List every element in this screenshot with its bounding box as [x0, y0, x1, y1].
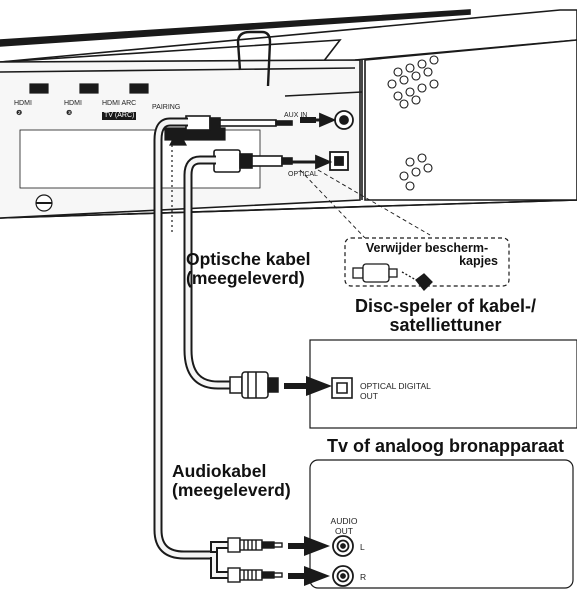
disc-player-label: Disc-speler of kabel-/ satelliettuner [314, 297, 577, 335]
port-label-optical: OPTICAL [288, 171, 318, 178]
audio-cable-line-2: (meegeleverd) [172, 480, 291, 500]
arrow-rca-right [288, 566, 330, 586]
rca-plug-right [227, 567, 283, 583]
disc-optical-port [331, 377, 353, 399]
channel-right-label: R [360, 572, 367, 582]
remove-caps-line-1: Verwijder bescherm- [365, 241, 489, 255]
optical-plug-soundbar [213, 149, 293, 173]
channel-left-label: L [360, 542, 365, 552]
optical-cable [183, 155, 232, 390]
tv-source-label: Tv of analoog bronapparaat [326, 436, 565, 456]
port-label-tv-arc: TV (ARC) [102, 112, 137, 120]
rca-plug-left [227, 537, 283, 553]
remove-caps-line-2: kapjes [459, 254, 498, 268]
optical-cable-line-1: Optische kabel [186, 249, 311, 269]
optical-cable-label: Optische kabel (meegeleverd) [186, 250, 311, 288]
rca-splitter [210, 541, 230, 579]
tv-audio-jacks [332, 535, 354, 587]
arrow-rca-left [288, 536, 330, 556]
remove-caps-label: Verwijder bescherm- kapjes [352, 242, 502, 268]
vent-holes [387, 55, 439, 191]
audio-cable [153, 117, 210, 560]
arrow-aux-in [300, 117, 316, 123]
tv-panel [309, 459, 574, 589]
audio-plug-soundbar [185, 115, 293, 131]
optical-jack [290, 151, 349, 171]
disc-player-line-2: satelliettuner [389, 315, 502, 335]
audio-out-line-2: OUT [335, 526, 353, 536]
optical-out-label: OPTICAL DIGITAL OUT [360, 381, 431, 401]
optical-cable-line-2: (meegeleverd) [186, 268, 305, 288]
audio-out-label: AUDIO OUT [330, 516, 358, 536]
optical-out-line-1: OPTICAL DIGITAL [360, 381, 431, 391]
port-label-pairing: PAIRING [152, 104, 181, 111]
optical-cap-illustration [352, 263, 433, 291]
optical-out-line-2: OUT [360, 391, 378, 401]
optical-plug-disc [229, 371, 279, 399]
port-label-hdmi-1: HDMI [14, 100, 32, 107]
port-label-aux-in: AUX IN [284, 112, 308, 119]
audio-cable-line-1: Audiokabel [172, 461, 267, 481]
disc-player-line-1: Disc-speler of kabel-/ [354, 296, 537, 316]
audio-cable-label: Audiokabel (meegeleverd) [172, 462, 291, 500]
arrow-optical-disc [284, 376, 332, 396]
port-label-hdmi-2: HDMI [64, 100, 82, 107]
port-label-hdmi-arc: HDMI ARC [102, 100, 137, 107]
port-number-3: ❸ [66, 110, 73, 117]
audio-out-line-1: AUDIO [330, 516, 358, 526]
port-number-2: ❷ [16, 110, 23, 117]
